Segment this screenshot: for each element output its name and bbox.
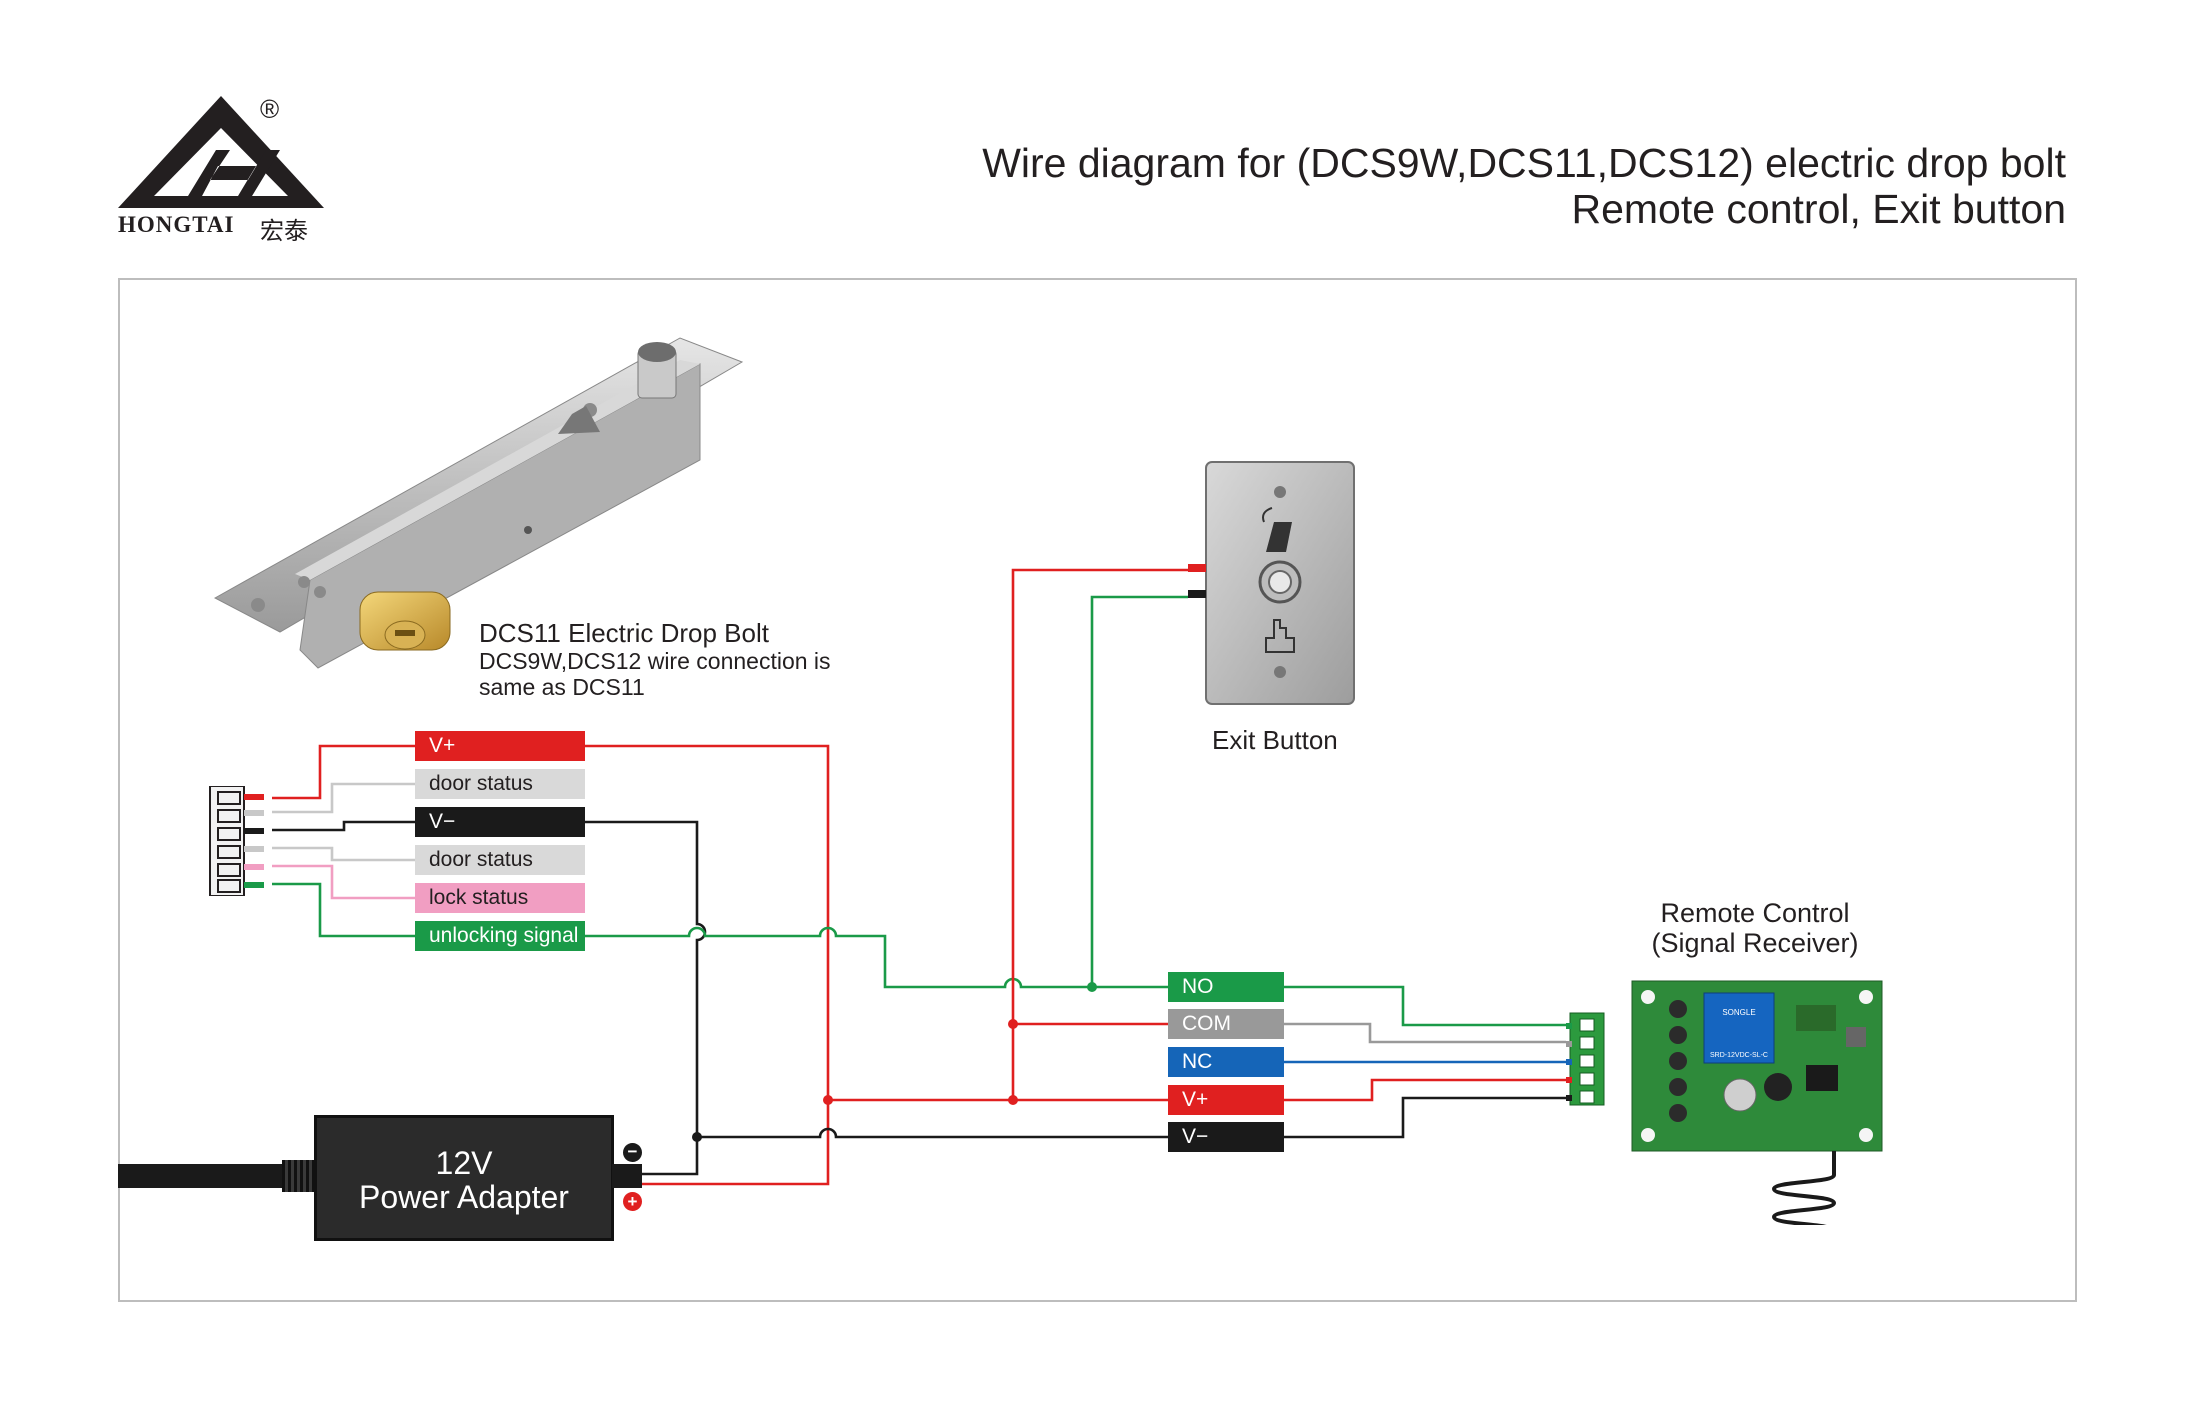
exit-button-image	[1188, 460, 1358, 710]
bolt-connector	[208, 785, 274, 897]
title-line-1: Wire diagram for (DCS9W,DCS11,DCS12) ele…	[982, 140, 2066, 186]
power-cable	[118, 1164, 288, 1188]
relay-brand: SONGLE	[1722, 1008, 1755, 1017]
diagram-title: Wire diagram for (DCS9W,DCS11,DCS12) ele…	[982, 140, 2066, 232]
receiver-title-line-2: (Signal Receiver)	[1651, 928, 1859, 958]
power-adapter-voltage: 12V	[435, 1145, 493, 1181]
logo-chinese: 宏泰	[260, 218, 308, 245]
power-adapter: 12V Power Adapter	[314, 1115, 614, 1241]
receiver-wire-tag-no: NO	[1168, 972, 1284, 1002]
exit-button-label: Exit Button	[1212, 725, 1338, 755]
bolt-wire-tag-lock-status: lock status	[415, 883, 585, 913]
logo: ® HONGTAI 宏泰	[118, 92, 338, 245]
receiver-wire-tag-v-minus: V−	[1168, 1122, 1284, 1152]
receiver-wire-tag-nc: NC	[1168, 1047, 1284, 1077]
receiver-wire-tag-com: COM	[1168, 1009, 1284, 1039]
drop-bolt-note-2: same as DCS11	[479, 674, 645, 700]
power-minus-icon: −	[623, 1143, 642, 1162]
registered-mark: ®	[260, 94, 280, 124]
bolt-wire-tag-v-minus: V−	[415, 807, 585, 837]
drop-bolt-name: DCS11 Electric Drop Bolt	[479, 618, 769, 648]
receiver-wire-tag-v-plus: V+	[1168, 1085, 1284, 1115]
title-line-2: Remote control, Exit button	[1571, 186, 2066, 232]
receiver-title-line-1: Remote Control	[1660, 898, 1850, 928]
bolt-wire-tag-unlocking-signal: unlocking signal	[415, 921, 585, 951]
relay-model: SRD-12VDC-SL-C	[1710, 1052, 1768, 1059]
power-strain-relief	[282, 1160, 316, 1192]
diagram-frame	[118, 278, 2077, 1302]
power-plus-icon: +	[623, 1192, 642, 1211]
drop-bolt-label: DCS11 Electric Drop Bolt DCS9W,DCS12 wir…	[479, 618, 831, 700]
receiver-title: Remote Control (Signal Receiver)	[1630, 898, 1880, 958]
receiver-board-image: SONGLE SRD-12VDC-SL-C	[1566, 975, 1886, 1233]
bolt-wire-tag-v-plus: V+	[415, 731, 585, 761]
drop-bolt-image	[210, 330, 750, 670]
drop-bolt-note-1: DCS9W,DCS12 wire connection is	[479, 648, 831, 674]
logo-brand: HONGTAI	[118, 212, 235, 237]
logo-mark	[118, 96, 324, 208]
power-adapter-name: Power Adapter	[359, 1179, 569, 1215]
bolt-wire-tag-door-status-1: door status	[415, 769, 585, 799]
junction-dots	[692, 982, 1097, 1142]
power-output-cable	[612, 1164, 642, 1188]
bolt-wire-tag-door-status-2: door status	[415, 845, 585, 875]
